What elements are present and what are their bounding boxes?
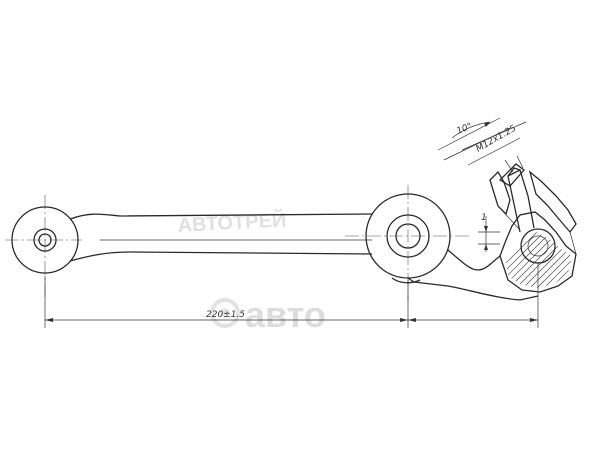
watermark: АВТОТРЕЙ авто (177, 207, 326, 335)
arm-body (69, 213, 539, 301)
length-label: 220±1.5 (206, 310, 245, 320)
watermark-brand-text: авто (245, 294, 326, 335)
angle-annotation: 10° M12x1.25 (437, 117, 527, 166)
left-bushing (11, 206, 79, 274)
ball-joint (489, 155, 577, 293)
height-label: 1 (481, 213, 487, 223)
watermark-logo-icon (210, 298, 240, 328)
height-dimension: 1 (478, 213, 500, 252)
angle-label: 10° (455, 122, 474, 137)
length-dimension: 220±1.5 (44, 262, 539, 328)
center-lines (5, 185, 470, 300)
watermark-top-text: АВТОТРЕЙ (177, 207, 287, 237)
